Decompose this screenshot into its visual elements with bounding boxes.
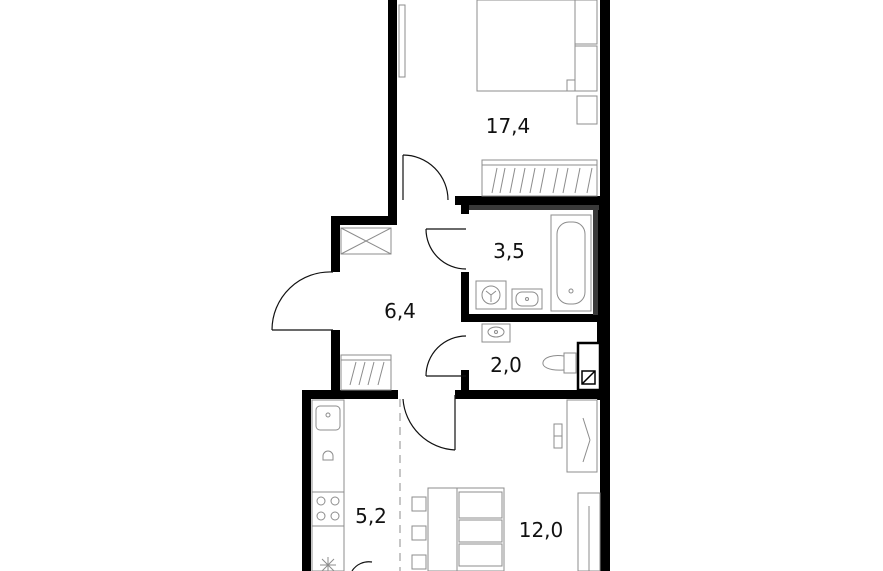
toilet-door[interactable] (425, 335, 467, 377)
room-area-hall: 6,4 (384, 299, 416, 323)
living-furniture (411, 399, 601, 571)
bed-icon (476, 0, 598, 92)
bathroom-fixtures (475, 214, 592, 312)
room-area-kitchen: 5,2 (355, 504, 387, 528)
dishwasher-icon (322, 450, 334, 461)
living-door[interactable] (402, 395, 456, 451)
kitchen-door[interactable] (351, 561, 373, 571)
fridge-icon (320, 557, 336, 571)
sink-icon (511, 288, 543, 310)
exterior-walls (302, 0, 610, 571)
toilet-fixtures (481, 323, 577, 374)
bathroom-door[interactable] (425, 228, 467, 270)
kitchen-counter (311, 399, 345, 571)
inner-walls (455, 196, 610, 399)
hall-fixtures (340, 227, 401, 571)
bedroom-door[interactable] (402, 154, 449, 201)
kitchen-sink-icon (315, 405, 341, 431)
bedroom-furniture (398, 0, 598, 197)
toilet-icon (542, 352, 577, 374)
toilet-sink-icon (481, 323, 511, 343)
wardrobe (481, 159, 598, 197)
kitchen-furniture (311, 399, 345, 571)
bathtub-icon (550, 214, 592, 312)
bathroom-lining (469, 205, 599, 315)
hall-cabinet (340, 354, 392, 391)
room-area-living: 12,0 (519, 518, 564, 542)
sofa-icon (456, 487, 505, 571)
dining-table-icon (411, 487, 458, 571)
nightstand (576, 95, 598, 125)
tv-cabinet-icon (577, 492, 601, 571)
entrance-door[interactable] (271, 271, 334, 331)
cooktop-icon (311, 491, 345, 527)
desk-icon (553, 399, 598, 473)
room-labels: 17,4 3,5 6,4 2,0 5,2 12,0 (355, 114, 563, 542)
room-area-bedroom: 17,4 (486, 114, 531, 138)
doors (271, 154, 467, 571)
riser-shaft-icon (576, 341, 602, 392)
radiator (398, 4, 406, 78)
vent-shaft-icon (340, 227, 392, 255)
washing-machine-icon (475, 280, 507, 310)
room-area-toilet: 2,0 (490, 353, 522, 377)
room-area-bathroom: 3,5 (493, 239, 525, 263)
